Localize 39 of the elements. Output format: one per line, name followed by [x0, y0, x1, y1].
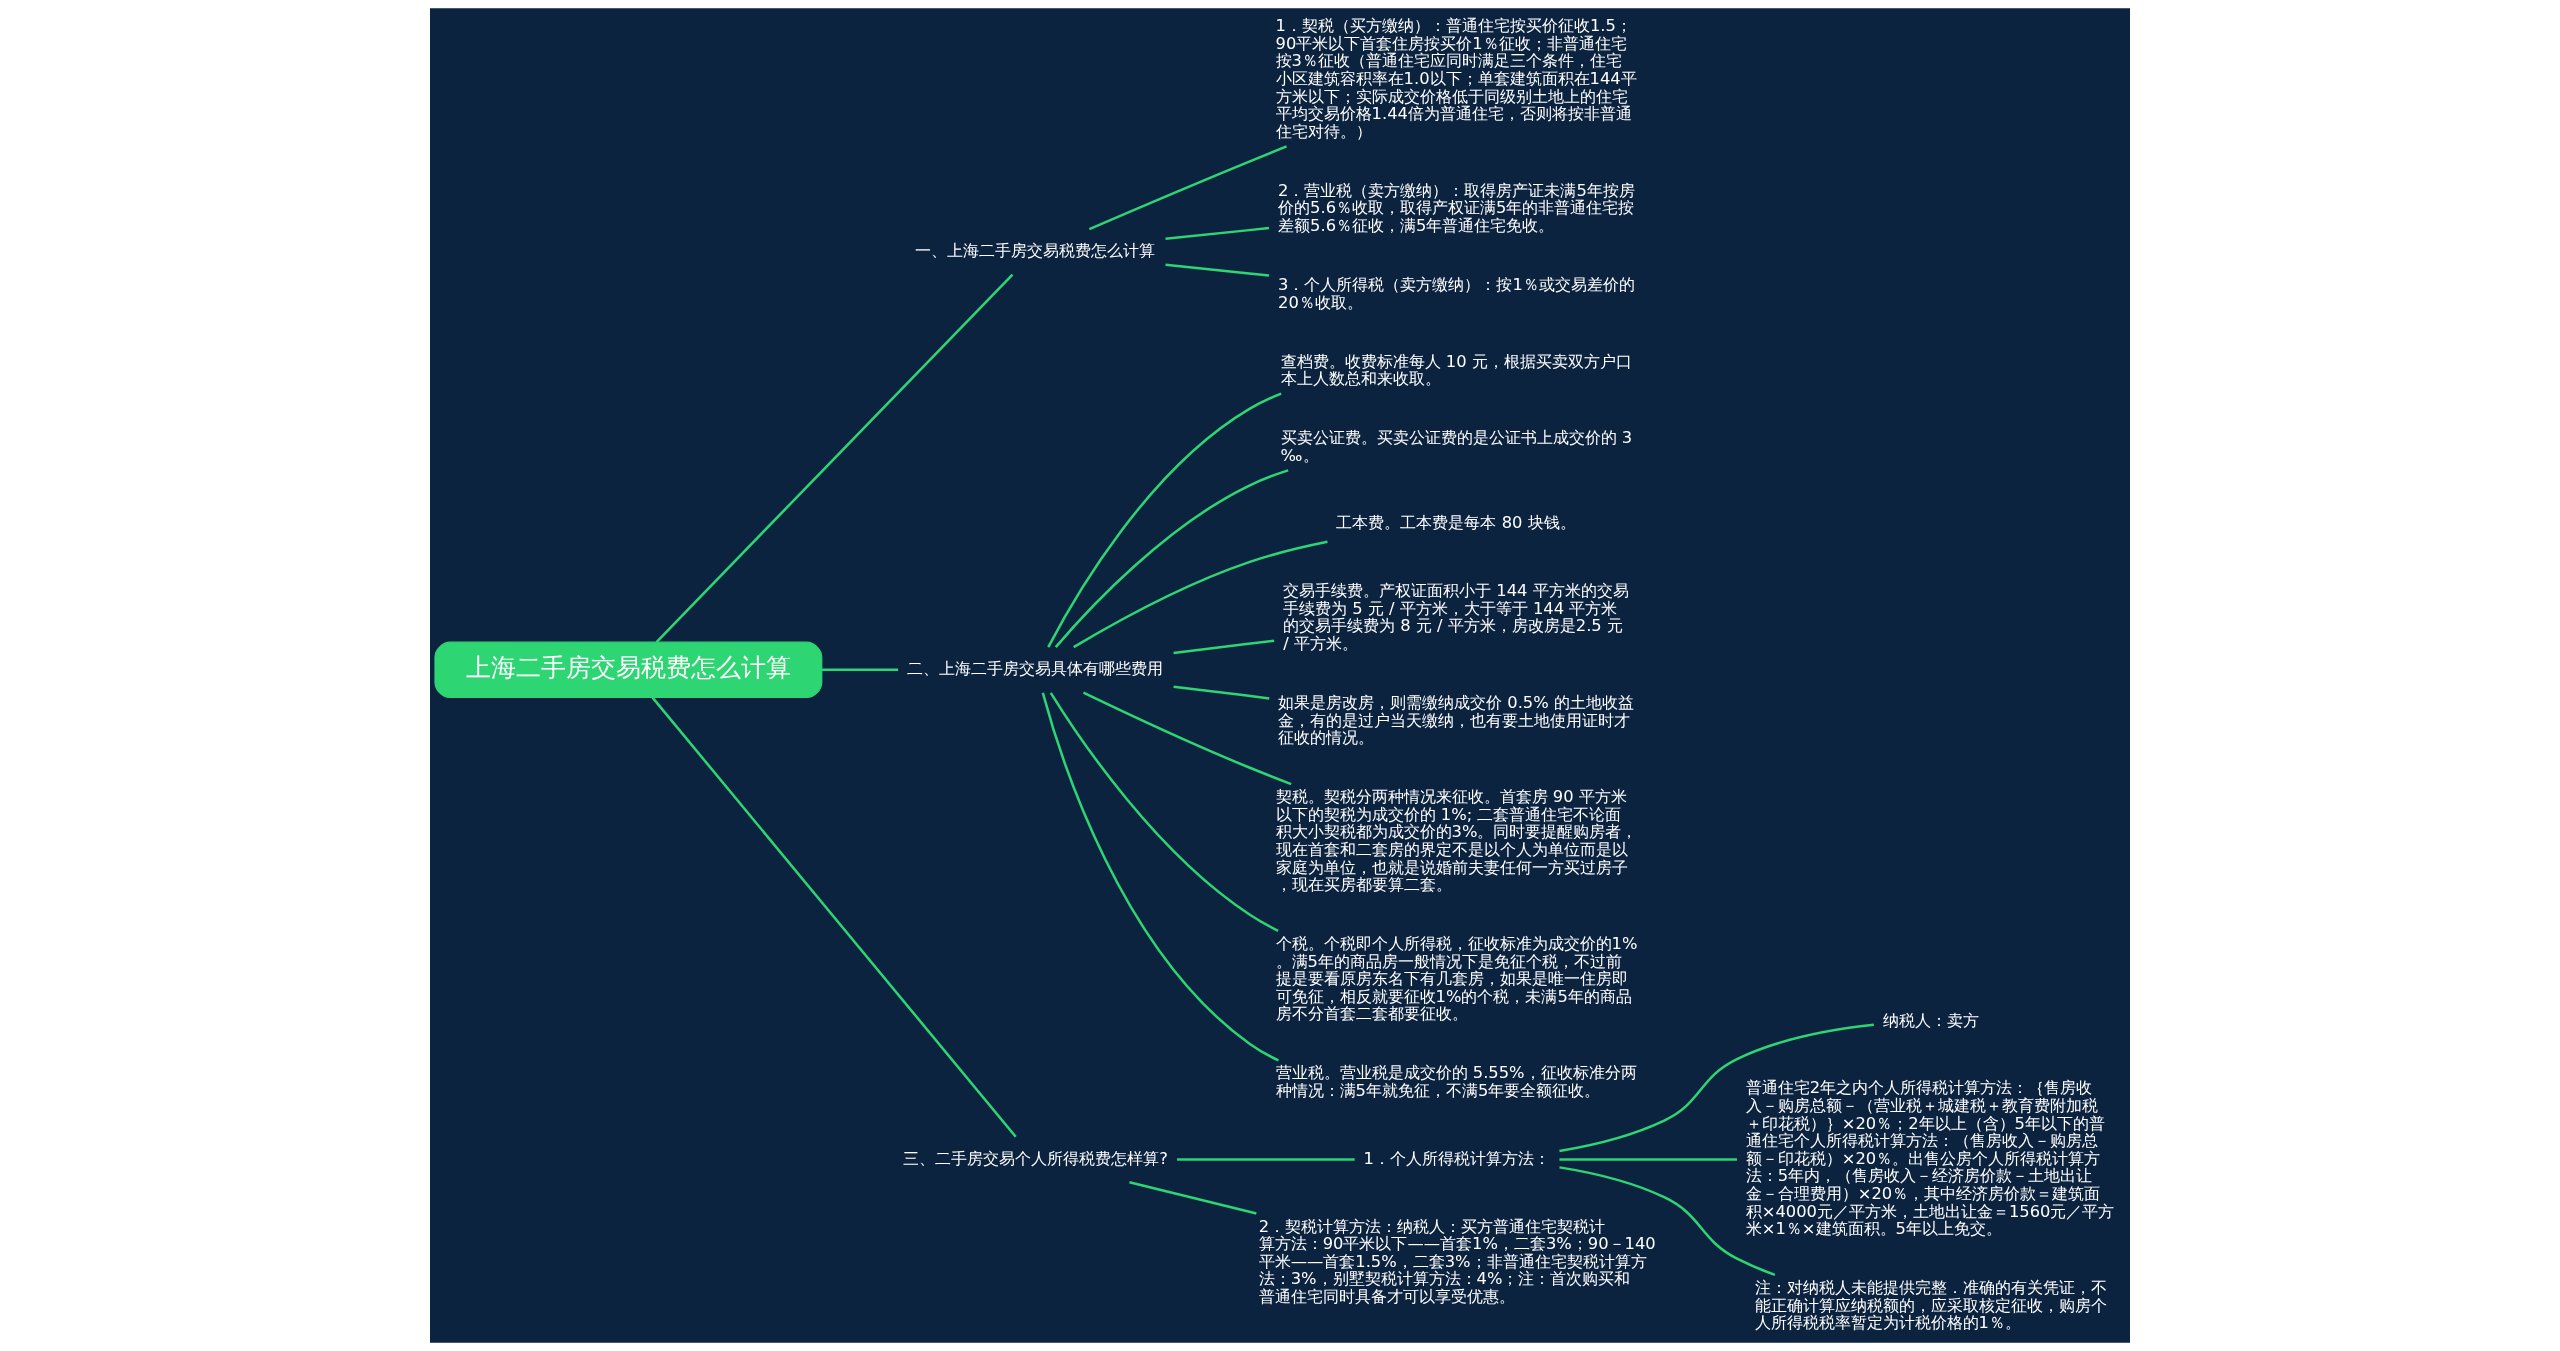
- node-text: 2．契税计算方法：纳税人：买方普通住宅契税计算方法：90平米以下——首套1%，二套3%；90－140平米——首套1.5%，二套3%；非普通住宅契税计算方法：3%，别墅契税计算方法：4%；注：首次购买和普通住宅同时具备才可以享受优惠。: [1258, 1216, 1656, 1306]
- node-text: 普通住宅2年之内个人所得税计算方法：｛售房收入－购房总额－（营业税＋城建税＋教育费附加税＋印花税）｝×20％；2年以上（含）5年以下的普通住宅个人所得税计算方法：（售房收入－购房总额－印花税）×20％。出售公房个人所得税计算方法：5年内，（售房收入－经济房价款－土地出让金－合理费用）×20％，其中经济房价款＝建筑面积×4000元／平方米，土地出让金＝1560元／平方米×1％×建筑面积。5年以上免交。: [1745, 1078, 2115, 1239]
- node-text: 二、上海二手房交易具体有哪些费用: [907, 659, 1164, 679]
- connector: [1559, 1023, 1874, 1153]
- connector: [1041, 692, 1279, 1062]
- connector: [655, 273, 1014, 643]
- connector: [1129, 1181, 1257, 1215]
- connector: [822, 668, 899, 672]
- node-text: 交易手续费。产权证面积小于 144 平方米的交易手续费为 5 元 / 平方米，大于等于 144 平方米的交易手续费为 8 元 / 平方米，房改房是2.5 元 / 平方米。: [1283, 581, 1629, 654]
- connector: [1165, 263, 1270, 277]
- connector: [651, 696, 1017, 1138]
- connector: [1047, 392, 1282, 648]
- connector: [1173, 685, 1270, 700]
- node-box: 上海二手房交易税费怎么计算: [434, 641, 823, 699]
- connector: [1559, 1158, 1737, 1161]
- node-text: 营业税。营业税是成交价的 5.55%，征收标准分两种情况：满5年就免征，不满5年要全额征收。: [1275, 1063, 1637, 1100]
- node-text: 纳税人：卖方: [1882, 1010, 1979, 1030]
- node-text: 如果是房改房，则需缴纳成交价 0.5% 的土地收益金，有的是过户当天缴纳，也有要土地使用证时才征收的情况。: [1278, 693, 1634, 748]
- node-text: 三、二手房交易个人所得税费怎样算?: [903, 1148, 1169, 1168]
- connector: [1088, 145, 1287, 231]
- node-text: 一、上海二手房交易税费怎么计算: [915, 241, 1156, 261]
- connector: [1073, 540, 1328, 649]
- node-text: 契税。契税分两种情况来征收。首套房 90 平方米以下的契税为成交价的 1%; 二套普通住宅不论面积大小契税都为成交价的3%。同时要提醒购房者，现在首套和二套房的界定不是以个人为单位而是以家庭为单位，也就是说婚前夫妻任何一方买过房子，现在买房都要算二套。: [1275, 787, 1638, 895]
- connector: [1173, 639, 1275, 655]
- node-text: 2．营业税（卖方缴纳）：取得房产证未满5年按房价的5.6％收取，取得产权证满5年的非普通住宅按差额5.6％征收，满5年普通住宅免收。: [1278, 180, 1635, 235]
- node-text: 1．个人所得税计算方法：: [1363, 1148, 1550, 1168]
- node-text: 3．个人所得税（卖方缴纳）：按1％或交易差价的20％收取。: [1278, 274, 1635, 312]
- connector: [1049, 692, 1279, 932]
- connector: [1054, 469, 1289, 648]
- node-text: 1．契税（买方缴纳）：普通住宅按买价征收1.5；90平米以下首套住房按买价1％征收；非普通住宅按3％征收（普通住宅应同时满足三个条件，住宅小区建筑容积率在1.0以下；单套建筑面积在144平方米以下；实际成交价格低于同级别土地上的住宅平均交易价格1.44倍为普通住宅，否则将按非普通住宅对待。）: [1275, 16, 1637, 141]
- node-text: 买卖公证费。买卖公证费的是公证书上成交价的 3 ‰。: [1280, 428, 1633, 465]
- node-text: 注：对纳税人未能提供完整．准确的有关凭证，不能正确计算应纳税额的，应采取核定征收，购房个人所得税税率暂定为计税价格的1％。: [1754, 1278, 2107, 1333]
- connector: [1165, 226, 1270, 240]
- node-text: 工本费。工本费是每本 80 块钱。: [1336, 513, 1576, 533]
- node-text: 个税。个税即个人所得税，征收标准为成交价的1%。满5年的商品房一般情况下是免征个税，不过前提是要看原房东名下有几套房，如果是唯一住房即可免征，相反就要征收1%的个税，未满5年的商品房不分首套二套都要征收。: [1275, 934, 1638, 1024]
- connector: [1177, 1158, 1355, 1161]
- node-text: 查档费。收费标准每人 10 元，根据买卖双方户口本上人数总和来收取。: [1280, 351, 1632, 389]
- connector: [1559, 1166, 1776, 1277]
- connector: [1082, 691, 1292, 786]
